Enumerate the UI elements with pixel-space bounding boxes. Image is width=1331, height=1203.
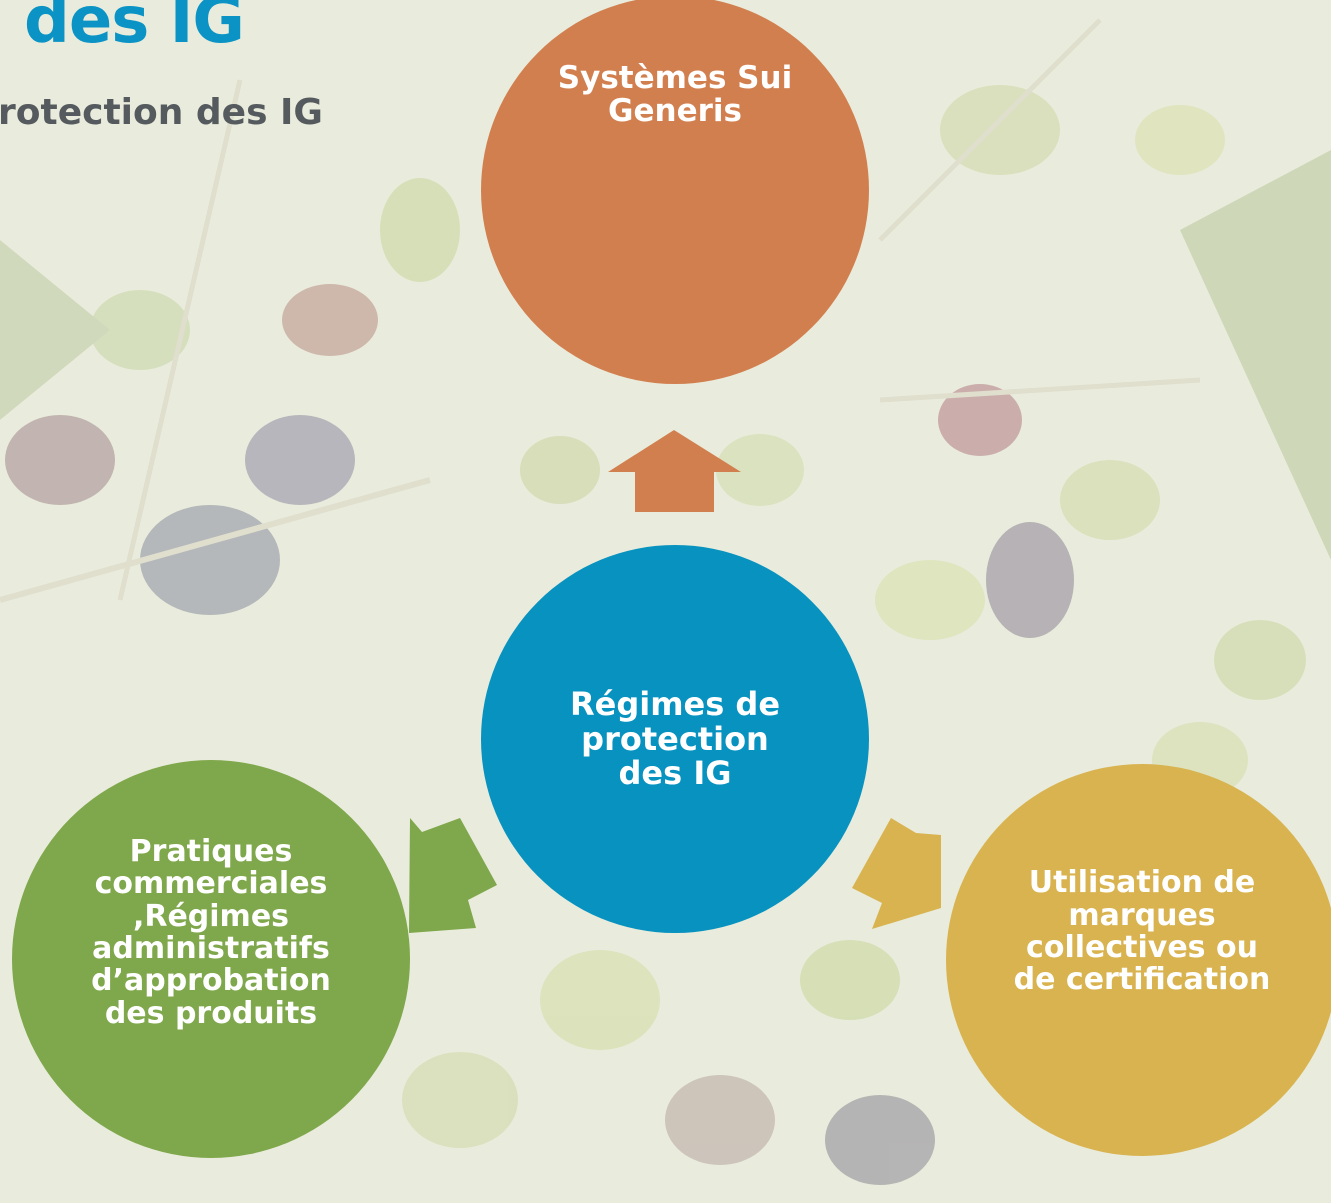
node-marques-label: Utilisation de marques collectives ou de… (1013, 865, 1271, 998)
node-center-regimes: Régimes de protection des IG (481, 545, 869, 933)
node-center-label: Régimes de protection des IG (569, 685, 781, 793)
page-subtitle: rotection des IG (0, 92, 323, 133)
node-sui-generis-label: Systèmes Sui Generis (557, 59, 793, 129)
node-sui-generis: Systèmes Sui Generis (481, 0, 869, 384)
node-pratiques-label: Pratiques commerciales ,Régimes administ… (91, 833, 331, 1031)
node-marques-collectives: Utilisation de marques collectives ou de… (946, 764, 1331, 1156)
node-pratiques-commerciales: Pratiques commerciales ,Régimes administ… (12, 760, 410, 1158)
page-title: des IG (24, 0, 245, 58)
